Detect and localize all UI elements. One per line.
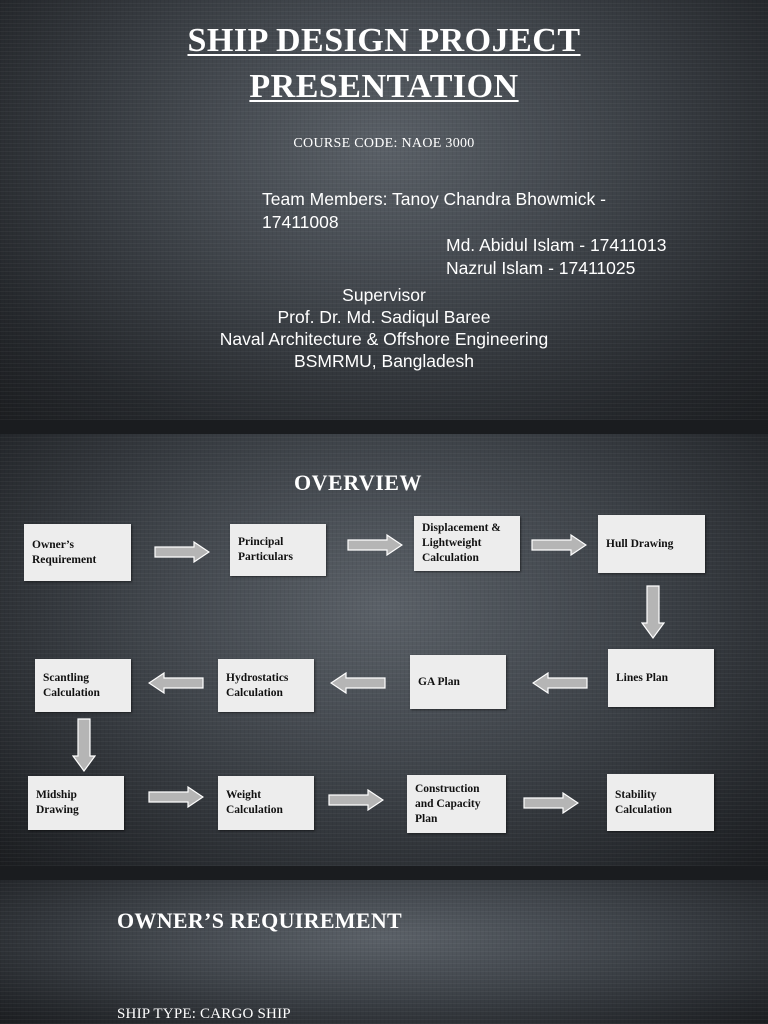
supervisor-name: Prof. Dr. Md. Sadiqul Baree — [277, 307, 491, 327]
step-principal-particulars: Principal Particulars — [230, 524, 326, 576]
step-midship-drawing: Midship Drawing — [28, 776, 124, 830]
overview-title: OVERVIEW — [294, 470, 422, 495]
arrow-down-icon — [72, 718, 96, 772]
step-displacement-lightweight: Displacement & Lightweight Calculation — [414, 516, 520, 571]
step-scantling-calculation: Scantling Calculation — [35, 659, 131, 712]
arrow-right-icon — [148, 786, 204, 808]
step-weight-calculation: Weight Calculation — [218, 776, 314, 830]
arrow-right-icon — [328, 789, 384, 811]
arrow-left-icon — [532, 672, 588, 694]
arrow-left-icon — [148, 672, 204, 694]
step-hull-drawing: Hull Drawing — [598, 515, 705, 573]
step-ga-plan: GA Plan — [410, 655, 506, 709]
arrow-right-icon — [347, 534, 403, 556]
step-stability-calculation: Stability Calculation — [607, 774, 714, 831]
team-member-1-id: 17411008 — [262, 212, 339, 232]
team-member-3: Nazrul Islam - 17411025 — [446, 258, 636, 278]
arrow-down-icon — [641, 585, 665, 639]
supervisor-label: Supervisor — [342, 285, 426, 305]
team-member-2: Md. Abidul Islam - 17411013 — [446, 235, 667, 255]
owners-requirement-slide: OWNER’S REQUIREMENT SHIP TYPE: CARGO SHI… — [0, 880, 768, 1024]
overview-slide: OVERVIEW Owner’s Requirement Principal P… — [0, 434, 768, 866]
team-members-line: Team Members: Tanoy Chandra Bhowmick - — [262, 189, 606, 209]
ship-type: SHIP TYPE: CARGO SHIP — [117, 1006, 291, 1022]
arrow-right-icon — [154, 541, 210, 563]
course-code: COURSE CODE: NAOE 3000 — [293, 136, 475, 151]
department: Naval Architecture & Offshore Engineerin… — [219, 329, 549, 349]
title-line-2: PRESENTATION — [249, 68, 519, 105]
arrow-right-icon — [523, 792, 579, 814]
owners-requirement-title: OWNER’S REQUIREMENT — [117, 908, 403, 933]
arrow-right-icon — [531, 534, 587, 556]
step-lines-plan: Lines Plan — [608, 649, 714, 707]
step-owners-requirement: Owner’s Requirement — [24, 524, 131, 581]
arrow-left-icon — [330, 672, 386, 694]
title-slide: SHIP DESIGN PROJECT PRESENTATION COURSE … — [0, 0, 768, 420]
step-construction-capacity-plan: Construction and Capacity Plan — [407, 775, 506, 833]
university: BSMRMU, Bangladesh — [294, 351, 474, 371]
title-line-1: SHIP DESIGN PROJECT — [187, 22, 581, 59]
step-hydrostatics-calculation: Hydrostatics Calculation — [218, 659, 314, 712]
